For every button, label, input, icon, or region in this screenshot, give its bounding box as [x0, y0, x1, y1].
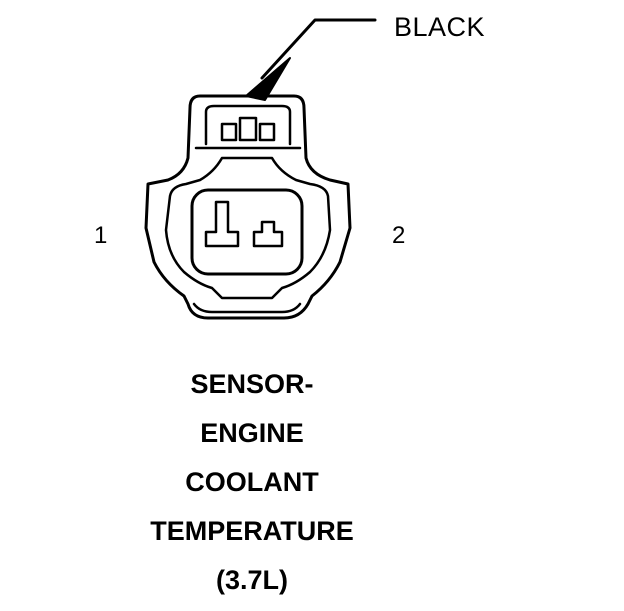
connector-cavity [190, 188, 304, 276]
connector-outer-body [144, 94, 352, 320]
wire-color-callout-label: BLACK [394, 12, 486, 42]
latch-tab-right [258, 122, 276, 142]
component-title: SENSOR- ENGINE COOLANT TEMPERATURE (3.7L… [100, 366, 404, 611]
latch-tab-left [220, 122, 238, 142]
connector-latch [204, 104, 292, 146]
title-line: TEMPERATURE [150, 516, 354, 546]
title-line: (3.7L) [215, 565, 288, 595]
pin-2-terminal [252, 220, 284, 248]
connector-inner-rim [164, 156, 332, 300]
pin-1-label: 1 [94, 222, 108, 249]
latch-tab-center [238, 116, 258, 142]
callout-arrowhead [245, 57, 291, 101]
connector-lower-lip [192, 302, 302, 314]
pin-1-terminal [204, 200, 240, 248]
pin-2-label: 2 [392, 222, 406, 249]
title-line: ENGINE [200, 418, 304, 448]
title-line: SENSOR- [190, 369, 314, 399]
callout-leader-line [260, 18, 377, 80]
title-line: COOLANT [185, 467, 319, 497]
